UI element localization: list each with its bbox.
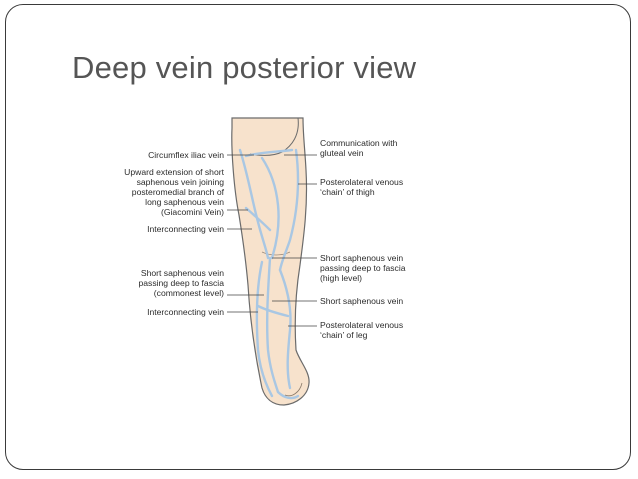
label-circumflex-iliac-vein: Circumflex iliac vein [148,150,224,160]
label-posterolateral-chain-leg: Posterolateral venous ‘chain’ of leg [320,320,404,340]
knee-crease [261,251,291,256]
vein-posterolateral-thigh [278,148,300,272]
leader-lines-right [272,154,317,327]
label-interconnecting-vein-upper: Interconnecting vein [147,224,224,234]
label-posterolateral-chain-thigh: Posterolateral venous ‘chain’ of thigh [320,177,404,197]
label-short-saphenous-vein: Short saphenous vein [320,296,404,306]
leader-lines-left [227,154,264,313]
vein-interconnecting-upper [244,206,272,232]
heel [284,382,303,397]
vein-medial-leg [255,260,274,398]
vein-interconnecting-lower [256,304,290,318]
vein-posterolateral-leg [278,268,292,390]
label-short-saphenous-commonest: Short saphenous vein passing deep to fas… [138,268,224,298]
vein-short-saphenous [265,256,280,394]
vein-central-thigh [260,156,280,260]
vein-heel [276,390,300,400]
label-short-saphenous-high: Short saphenous vein passing deep to fas… [320,253,406,283]
label-interconnecting-vein-lower: Interconnecting vein [147,307,224,317]
vein-network [238,148,300,400]
slide-frame [5,4,631,470]
slide-title: Deep vein posterior view [72,50,417,85]
label-giacomini-vein: Upward extension of short saphenous vein… [124,167,224,217]
vein-medial-thigh [238,148,270,260]
label-gluteal-communication: Communication with gluteal vein [320,138,398,158]
